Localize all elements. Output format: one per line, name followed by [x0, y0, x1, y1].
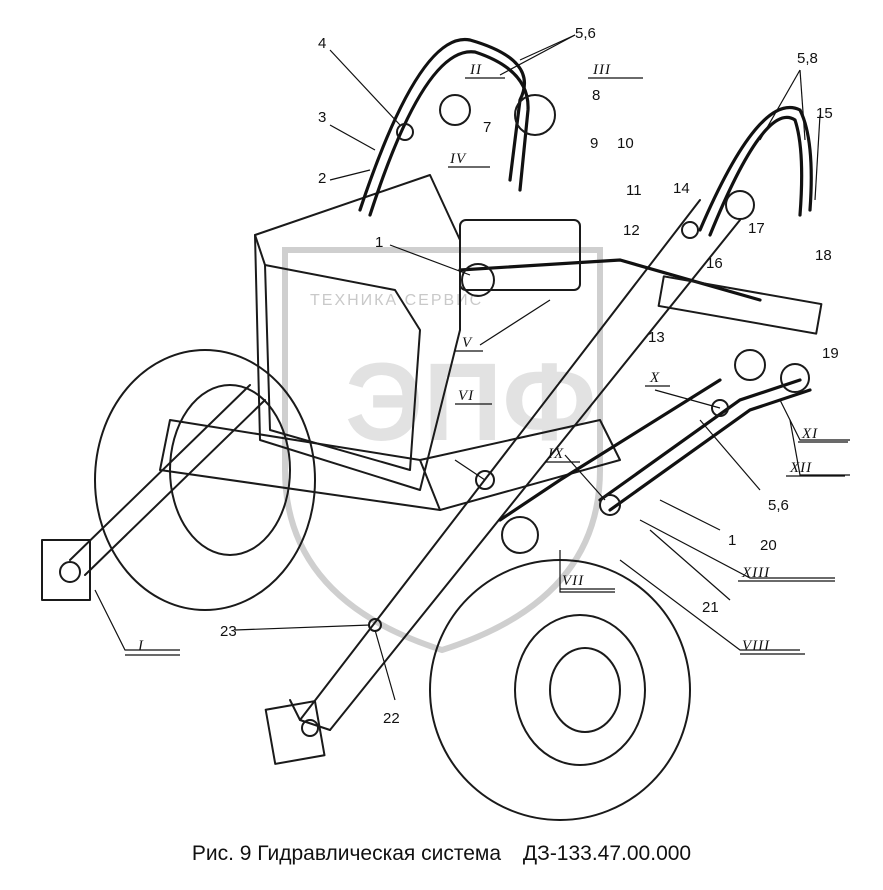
watermark-logo: ЭПФ: [345, 341, 596, 464]
hydraulic-system-drawing: ТЕХНИКА СЕРВИС ЭПФ: [41, 25, 850, 821]
view-IX: IX: [547, 446, 564, 462]
view-labels: I II III IV V VI VII VIII IX X XI XII XI…: [125, 62, 848, 656]
view-XII: XII: [789, 460, 812, 476]
label-14: 14: [673, 180, 690, 197]
label-12: 12: [623, 222, 640, 239]
hydraulic-lines: [358, 37, 813, 522]
label-23: 23: [220, 623, 237, 640]
label-5-6-top: 5,6: [575, 25, 596, 42]
label-10: 10: [617, 135, 634, 152]
label-11: 11: [626, 182, 642, 199]
part-labels: 4 3 2 5,6 7 8 9 10 11 12 13 14 15 16 17 …: [220, 25, 839, 727]
label-2: 2: [318, 170, 326, 187]
view-V: V: [462, 335, 473, 351]
label-8: 8: [592, 87, 600, 104]
joints: [368, 94, 810, 632]
view-III: III: [592, 62, 611, 78]
watermark-text: ТЕХНИКА СЕРВИС: [310, 292, 483, 309]
label-20: 20: [760, 537, 777, 554]
label-1-bottom: 1: [728, 532, 736, 549]
label-7: 7: [483, 119, 491, 136]
figure-title: Рис. 9 Гидравлическая система: [191, 842, 502, 865]
label-4: 4: [318, 35, 326, 52]
view-X: X: [649, 370, 660, 386]
hood-box: [254, 174, 461, 491]
push-arm: [264, 199, 741, 765]
label-3: 3: [318, 109, 326, 126]
label-15: 15: [816, 105, 833, 122]
label-5-8: 5,8: [797, 50, 818, 67]
valve-block: [459, 219, 823, 335]
frame-beam: [159, 419, 621, 511]
view-XIII: XIII: [741, 565, 770, 581]
label-17: 17: [748, 220, 765, 237]
label-16: 16: [706, 255, 723, 272]
right-wheel: [429, 559, 691, 821]
left-hitch: [41, 384, 266, 601]
watermark-shield: ТЕХНИКА СЕРВИС ЭПФ: [282, 247, 603, 654]
leader-lines: [94, 34, 850, 701]
label-5-6-bottom: 5,6: [768, 497, 789, 514]
drawing-code: ДЗ-133.47.00.000: [522, 842, 692, 865]
figure-caption: Рис. 9 Гидравлическая система ДЗ-133.47.…: [0, 842, 883, 866]
view-VII: VII: [562, 573, 584, 589]
label-22: 22: [383, 710, 400, 727]
view-I: I: [137, 638, 144, 654]
label-9: 9: [590, 135, 598, 152]
view-II: II: [469, 62, 482, 78]
left-wheel: [94, 349, 316, 611]
label-13: 13: [648, 329, 665, 346]
label-19: 19: [822, 345, 839, 362]
label-1-top: 1: [375, 234, 383, 251]
view-VI: VI: [458, 388, 474, 404]
view-XI: XI: [801, 426, 818, 442]
view-IV: IV: [449, 151, 467, 167]
label-21: 21: [702, 599, 719, 616]
label-18: 18: [815, 247, 832, 264]
view-VIII: VIII: [742, 638, 770, 654]
